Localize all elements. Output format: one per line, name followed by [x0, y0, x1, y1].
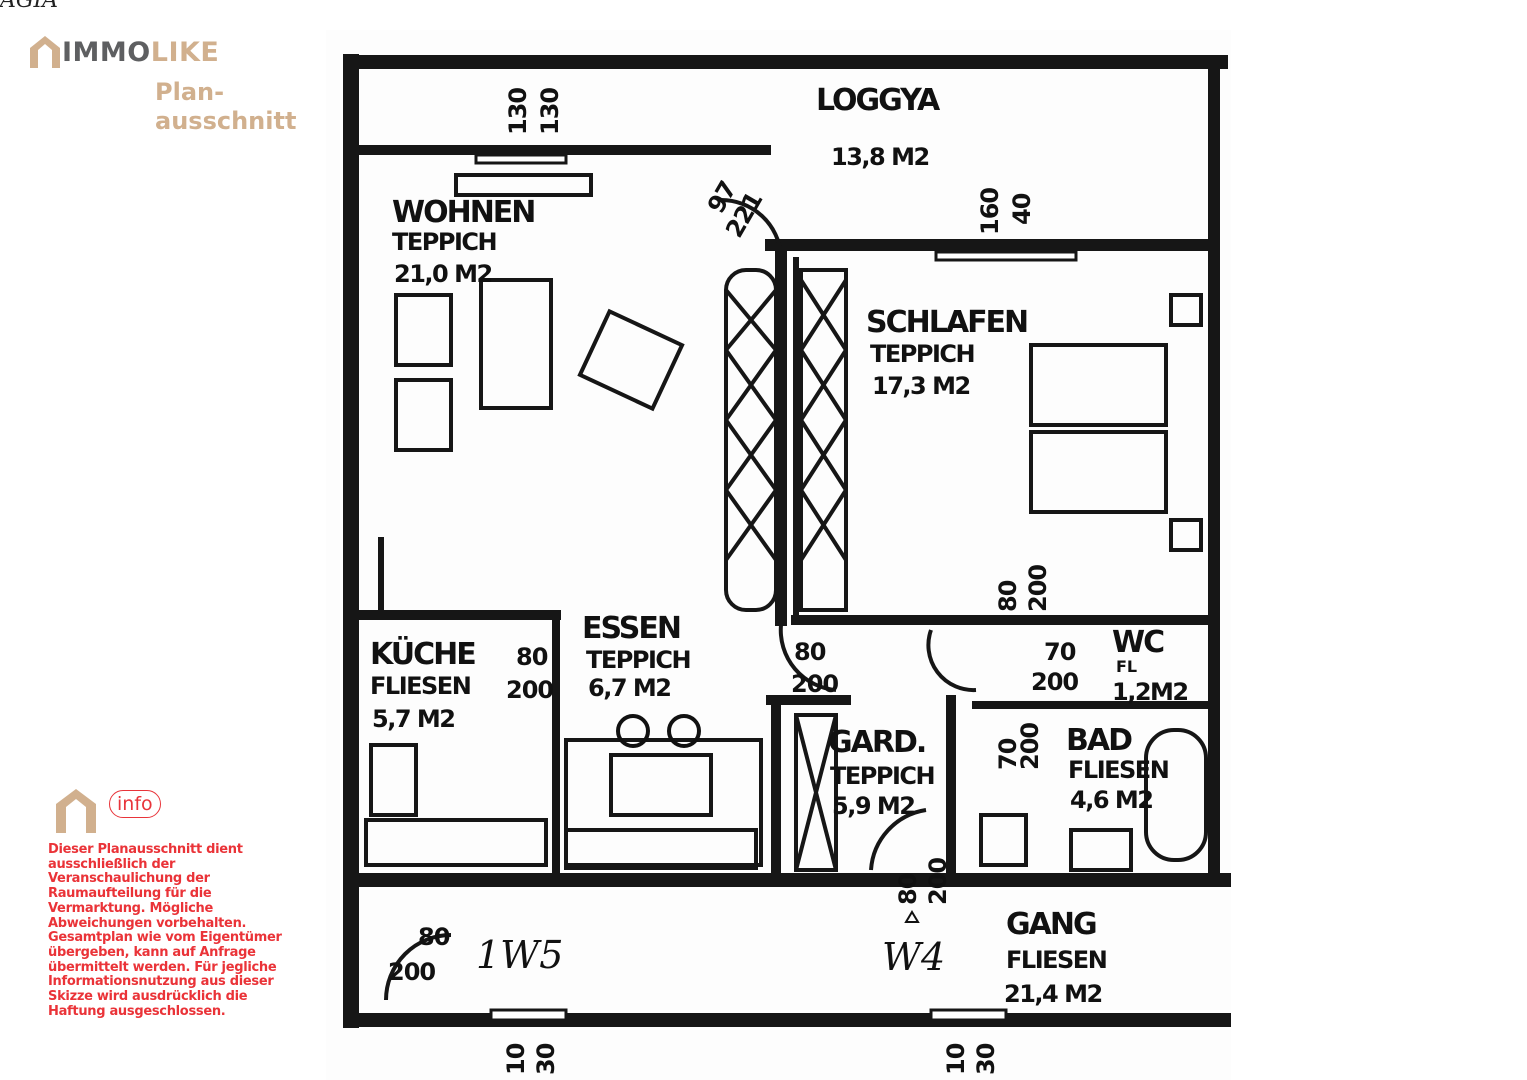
house-icon	[56, 789, 96, 833]
top-left-fragment: AGIA	[0, 0, 59, 13]
room-floor: FLIESEN	[370, 672, 470, 700]
page-title: Plan- ausschnitt	[155, 78, 296, 136]
house-logo-icon	[30, 36, 60, 68]
furniture	[364, 173, 1208, 1001]
dim-width: 10	[942, 1043, 970, 1075]
dim-height: 200	[1031, 668, 1078, 696]
room-essen: ESSEN TEPPICH 6,7 M2	[582, 611, 701, 748]
room-area: 21,0 M2	[394, 260, 492, 288]
dim-width: 80	[994, 580, 1022, 612]
chair-icon	[616, 714, 650, 748]
annotation-w5: 1W5	[476, 933, 563, 977]
room-kueche: KÜCHE FLIESEN 5,7 M2	[370, 635, 477, 733]
disclaimer-text: Dieser Planausschnitt dient ausschließli…	[48, 842, 282, 1019]
dim-width: 70	[994, 738, 1022, 770]
room-floor: FLIESEN	[1068, 756, 1168, 784]
dim-width: 80	[794, 638, 826, 666]
room-floor: FL	[1116, 657, 1137, 676]
dim-height: 200	[791, 670, 838, 698]
room-floor: FLIESEN	[1006, 946, 1106, 974]
room-name: ESSEN	[582, 611, 680, 646]
room-bad: BAD FLIESEN 4,6 M2	[1066, 723, 1170, 814]
room-floor: TEPPICH	[586, 646, 690, 674]
room-gang: GANG FLIESEN 21,4 M2	[1004, 907, 1108, 1008]
room-area: 21,4 M2	[1004, 980, 1102, 1008]
dim-height: 200	[388, 958, 435, 986]
dim-width: 10	[502, 1043, 530, 1075]
windows	[474, 153, 1078, 1022]
room-name: GARD.	[828, 725, 925, 760]
room-name: KÜCHE	[370, 635, 475, 672]
room-name: SCHLAFEN	[866, 305, 1027, 340]
dim-width: 80	[894, 873, 922, 905]
dim-width: 130	[504, 88, 532, 135]
logo-text-immo: IMMO	[62, 36, 151, 68]
dim-height: 200	[1016, 723, 1044, 770]
room-gard: GARD. TEPPICH 5,9 M2	[828, 725, 936, 820]
room-area: 5,7 M2	[372, 705, 454, 733]
room-area: 4,6 M2	[1070, 786, 1152, 814]
room-floor: TEPPICH	[870, 340, 974, 368]
room-name: BAD	[1066, 723, 1132, 758]
title-line2: ausschnitt	[155, 107, 297, 135]
triangle-marker-icon	[904, 910, 920, 923]
room-name: WOHNEN	[392, 195, 534, 230]
room-area: 13,8 M2	[831, 143, 929, 171]
dim-height: 200	[506, 676, 553, 704]
room-area: 5,9 M2	[832, 792, 914, 820]
chair-icon	[667, 714, 701, 748]
room-wc: WC FL 1,2M2	[1112, 625, 1189, 706]
floor-plan: LOGGYA 13,8 M2 WOHNEN TEPPICH 21,0 M2 SC…	[326, 30, 1231, 1080]
room-wohnen: WOHNEN TEPPICH 21,0 M2	[392, 195, 536, 288]
dim-height: 200	[1024, 565, 1052, 612]
room-area: 1,2M2	[1112, 678, 1188, 706]
title-line1: Plan-	[155, 78, 225, 106]
room-name: WC	[1112, 625, 1164, 660]
dim-width: 80	[418, 923, 450, 951]
room-area: 6,7 M2	[588, 674, 670, 702]
room-floor: TEPPICH	[830, 762, 934, 790]
info-badge: info	[109, 790, 161, 818]
dim-width: 160	[976, 188, 1004, 235]
room-schlafen: SCHLAFEN TEPPICH 17,3 M2	[866, 305, 1029, 400]
dim-height: 30	[972, 1043, 1000, 1075]
room-floor: TEPPICH	[392, 228, 496, 256]
dim-height: 40	[1008, 193, 1036, 225]
dim-height: 30	[532, 1043, 560, 1075]
dim-width: 80	[516, 643, 548, 671]
dim-height: 130	[536, 88, 564, 135]
dim-width: 70	[1044, 638, 1076, 666]
room-area: 17,3 M2	[872, 372, 970, 400]
room-loggia: LOGGYA 13,8 M2	[816, 83, 943, 171]
room-name: GANG	[1006, 907, 1096, 942]
room-name: LOGGYA	[816, 83, 941, 118]
info-header: info	[55, 788, 161, 834]
annotation-w4: W4	[882, 935, 945, 979]
dim-height: 200	[924, 858, 952, 905]
logo-text-like: LIKE	[150, 36, 220, 68]
